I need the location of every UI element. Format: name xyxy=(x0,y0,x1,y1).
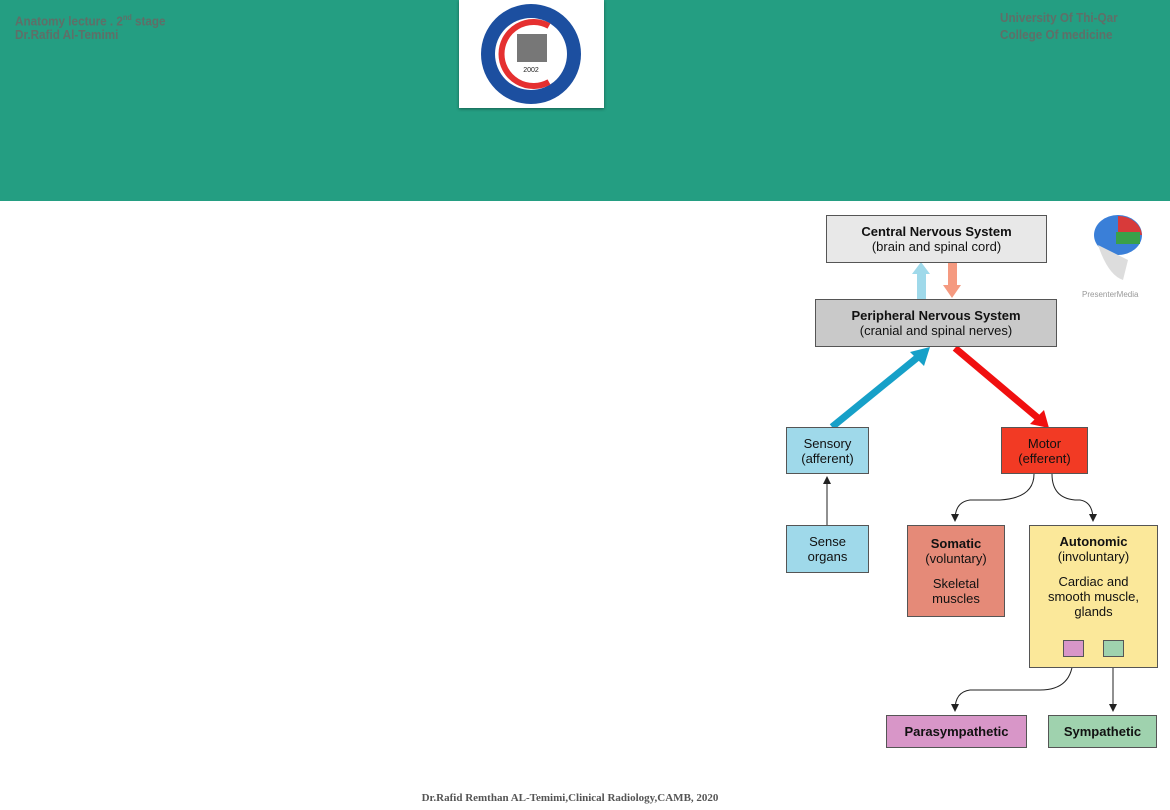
parasympathetic-box: Parasympathetic xyxy=(886,715,1027,748)
slide-header: Anatomy lecture . 2nd stage Dr.Rafid Al-… xyxy=(0,0,1170,201)
parasympathetic-marker xyxy=(1063,640,1084,657)
footer: Dr.Rafid Remthan AL-Temimi,Clinical Radi… xyxy=(421,792,719,804)
university: University Of Thi-Qar xyxy=(1000,10,1118,25)
college: College Of medicine xyxy=(1000,27,1113,42)
pns-box: Peripheral Nervous System(cranial and sp… xyxy=(815,299,1057,347)
arrow-motor xyxy=(952,345,1041,421)
sympathetic-box: Sympathetic xyxy=(1048,715,1157,748)
arrow-down-salmon xyxy=(943,263,961,298)
college-logo: 2002 xyxy=(459,0,604,108)
arrow-up-blue xyxy=(912,262,930,299)
watermark: PresenterMedia xyxy=(1082,290,1139,299)
sensory-box: Sensory(afferent) xyxy=(786,427,869,474)
cns-box: Central Nervous System(brain and spinal … xyxy=(826,215,1047,263)
lecture-title: Anatomy lecture . 2nd stage xyxy=(15,13,166,29)
brain-skull-icon xyxy=(1094,215,1142,280)
svg-text:2002: 2002 xyxy=(523,67,539,74)
author: Dr.Rafid Al-Temimi xyxy=(15,27,119,42)
sympathetic-marker xyxy=(1103,640,1124,657)
arrow-sensory xyxy=(829,354,921,430)
motor-box: Motor(efferent) xyxy=(1001,427,1088,474)
